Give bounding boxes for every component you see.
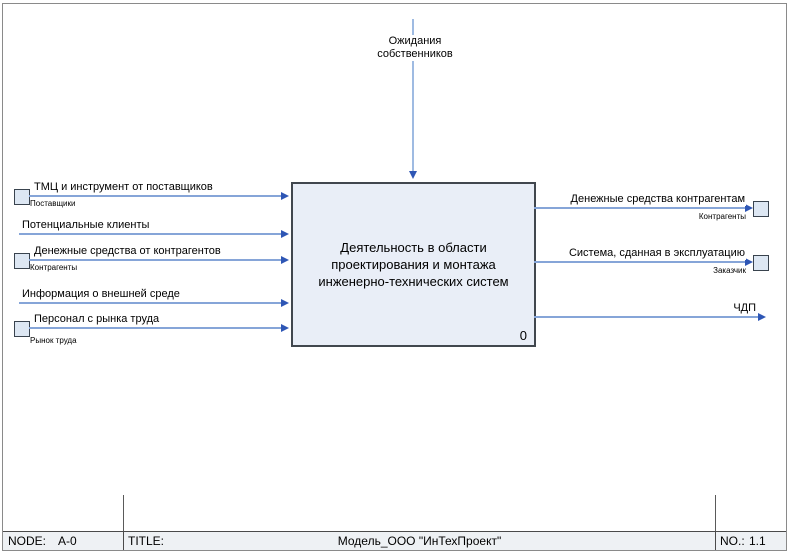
caption-bar: NODE: A-0 TITLE: Модель_ООО "ИнТехПроект…	[3, 531, 786, 550]
output-arrow-head-icon	[745, 258, 753, 266]
control-arrow-line[interactable]	[412, 19, 414, 171]
activity-box[interactable]: Деятельность в области проектирования и …	[291, 182, 536, 347]
external-entity-label: Поставщики	[30, 199, 76, 208]
output-arrow-head-icon	[745, 204, 753, 212]
input-arrow-line[interactable]	[19, 302, 281, 304]
caption-divider	[123, 532, 124, 550]
external-entity-label: Рынок труда	[30, 336, 77, 345]
external-entity-box-contractors-out[interactable]	[753, 201, 769, 217]
external-entity-label: Контрагенты	[30, 263, 78, 272]
caption-divider-riser	[715, 495, 716, 532]
output-arrow-line[interactable]	[534, 207, 745, 209]
external-entity-box-contractors[interactable]	[14, 253, 30, 269]
external-entity-box-suppliers[interactable]	[14, 189, 30, 205]
caption-divider-riser	[123, 495, 124, 532]
input-arrow-head-icon	[281, 324, 289, 332]
input-arrow-label: Потенциальные клиенты	[21, 218, 151, 232]
diagram-frame: Ожидания собственников ТМЦ и инструмент …	[2, 3, 787, 551]
external-entity-label: Заказчик	[713, 266, 746, 275]
input-arrow-line[interactable]	[29, 195, 281, 197]
input-arrow-head-icon	[281, 299, 289, 307]
output-arrow-label: Система, сданная в эксплуатацию	[567, 246, 746, 260]
output-arrow-label: Денежные средства контрагентам	[569, 192, 746, 206]
input-arrow-head-icon	[281, 256, 289, 264]
input-arrow-label: Информация о внешней среде	[21, 287, 181, 301]
title-value: Модель_ООО "ИнТехПроект"	[337, 534, 502, 548]
activity-name: Деятельность в области проектирования и …	[318, 240, 509, 289]
input-arrow-line[interactable]	[29, 327, 281, 329]
title-label: TITLE:	[128, 534, 165, 548]
number-label: NO.:	[720, 534, 745, 548]
node-value: A-0	[58, 534, 77, 548]
external-entity-label: Контрагенты	[698, 212, 746, 221]
control-arrow-label: Ожидания собственников	[351, 35, 479, 61]
output-arrow-line[interactable]	[534, 316, 759, 318]
input-arrow-label: Денежные средства от контрагентов	[33, 244, 222, 258]
output-arrow-line[interactable]	[534, 261, 745, 263]
input-arrow-label: ТМЦ и инструмент от поставщиков	[33, 180, 214, 194]
caption-divider	[715, 532, 716, 550]
number-value: 1.1	[749, 534, 766, 548]
activity-number: 0	[519, 328, 527, 343]
input-arrow-label: Персонал с рынка труда	[33, 312, 161, 326]
input-arrow-line[interactable]	[19, 233, 281, 235]
input-arrow-head-icon	[281, 192, 289, 200]
output-arrow-head-icon	[758, 313, 766, 321]
node-label: NODE:	[8, 534, 47, 548]
external-entity-box-customer[interactable]	[753, 255, 769, 271]
control-arrow-head-icon	[409, 171, 417, 179]
output-arrow-label: ЧДП	[732, 301, 757, 315]
input-arrow-head-icon	[281, 230, 289, 238]
external-entity-box-labor-market[interactable]	[14, 321, 30, 337]
input-arrow-line[interactable]	[29, 259, 281, 261]
